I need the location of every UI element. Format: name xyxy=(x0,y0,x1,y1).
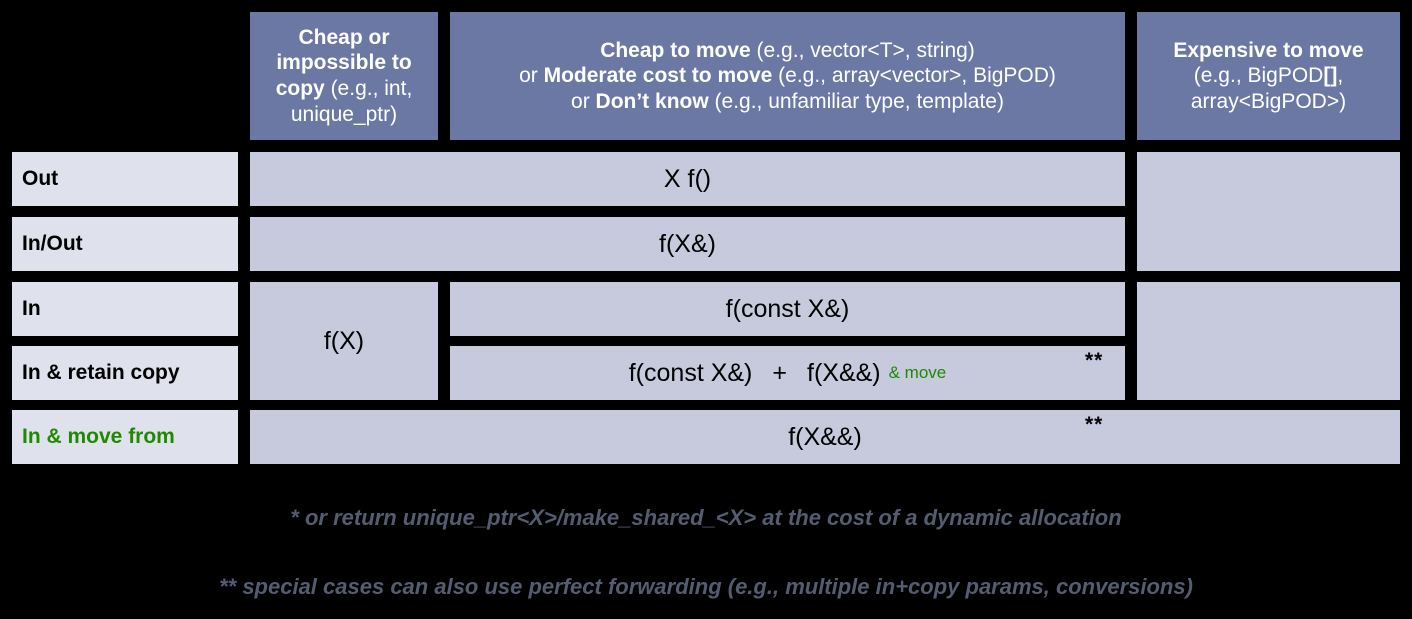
header-segment-bold: Expensive to move xyxy=(1173,38,1364,62)
double-star-mark-move-from: ** xyxy=(1085,413,1104,436)
row-label-in-out: In/Out xyxy=(12,217,238,271)
header-segment: (e.g., int, xyxy=(324,77,413,100)
header-segment: array<BigPOD>) xyxy=(1190,89,1347,113)
header-segment: or xyxy=(571,89,596,113)
header-segment-bold: copy xyxy=(275,77,325,100)
header-line: unique_ptr) xyxy=(276,102,413,128)
header-line: array<BigPOD>) xyxy=(1173,89,1363,115)
header-line: Cheap to move (e.g., vector<T>, string) xyxy=(519,38,1056,64)
header-segment-bold: impossible to xyxy=(276,51,412,75)
header-segment: (e.g., BigPOD xyxy=(1193,64,1324,88)
header-line: impossible to xyxy=(276,50,413,76)
column-header-expensive-to-move: Expensive to move(e.g., BigPOD[],array<B… xyxy=(1137,12,1400,140)
double-star-mark-retain-copy: ** xyxy=(1085,349,1104,372)
retain-copy-plus: + xyxy=(772,358,787,387)
column-header-text: Expensive to move(e.g., BigPOD[],array<B… xyxy=(1173,38,1363,115)
column-header-cheap-to-move: Cheap to move (e.g., vector<T>, string)o… xyxy=(450,12,1125,140)
header-line: (e.g., BigPOD[], xyxy=(1173,63,1363,89)
footnote-single-star: * or return unique_ptr<X>/make_shared_<X… xyxy=(290,505,1122,530)
header-segment-bold: Moderate cost to move xyxy=(543,64,773,88)
row-label-in-retain-copy: In & retain copy xyxy=(12,346,238,400)
header-line: or Moderate cost to move (e.g., array<ve… xyxy=(519,63,1056,89)
header-segment: unique_ptr) xyxy=(290,102,398,126)
header-line: Expensive to move xyxy=(1173,38,1363,64)
header-line: or Don’t know (e.g., unfamiliar type, te… xyxy=(519,89,1056,115)
header-segment: (e.g., array<vector>, BigPOD) xyxy=(772,64,1056,88)
cell-out-expensive-empty xyxy=(1137,152,1400,271)
header-segment-bold: Don’t know xyxy=(595,89,709,113)
footnote-double-star: ** special cases can also use perfect fo… xyxy=(219,574,1193,599)
header-segment-bold: Cheap to move xyxy=(600,38,751,62)
cell-in-retain-copy-signature: f(const X&) + f(X&&) & move xyxy=(450,346,1125,400)
retain-copy-rvalue-ref: f(X&&) xyxy=(807,358,881,387)
header-segment-bold: [] xyxy=(1323,64,1338,88)
header-segment-bold: Cheap or xyxy=(298,25,390,49)
cell-move-from-signature: f(X&&) xyxy=(250,410,1400,464)
header-line: copy (e.g., int, xyxy=(276,76,413,102)
header-segment: or xyxy=(519,64,544,88)
row-label-in: In xyxy=(12,282,238,336)
header-line: Cheap or xyxy=(276,25,413,51)
footnotes-area: * or return unique_ptr<X>/make_shared_<X… xyxy=(0,478,1412,619)
cell-in-expensive-empty xyxy=(1137,282,1400,400)
row-label-out: Out xyxy=(12,152,238,206)
table-corner-cell xyxy=(12,12,238,140)
retain-copy-and-move: & move xyxy=(888,363,947,382)
column-header-text: Cheap to move (e.g., vector<T>, string)o… xyxy=(519,38,1056,115)
cell-inout-signature: f(X&) xyxy=(250,217,1125,271)
cell-in-signature: f(const X&) xyxy=(450,282,1125,336)
header-segment: , xyxy=(1337,64,1344,88)
header-segment: (e.g., unfamiliar type, template) xyxy=(708,89,1004,113)
cell-in-cheap-copy-signature: f(X) xyxy=(250,282,438,400)
row-label-in-move-from: In & move from xyxy=(12,410,238,464)
move-from-rvalue-ref: f(X&&) xyxy=(788,422,862,451)
header-segment: (e.g., vector<T>, string) xyxy=(750,38,975,62)
retain-copy-const-ref: f(const X&) xyxy=(628,358,753,387)
cell-out-signature: X f() xyxy=(250,152,1125,206)
